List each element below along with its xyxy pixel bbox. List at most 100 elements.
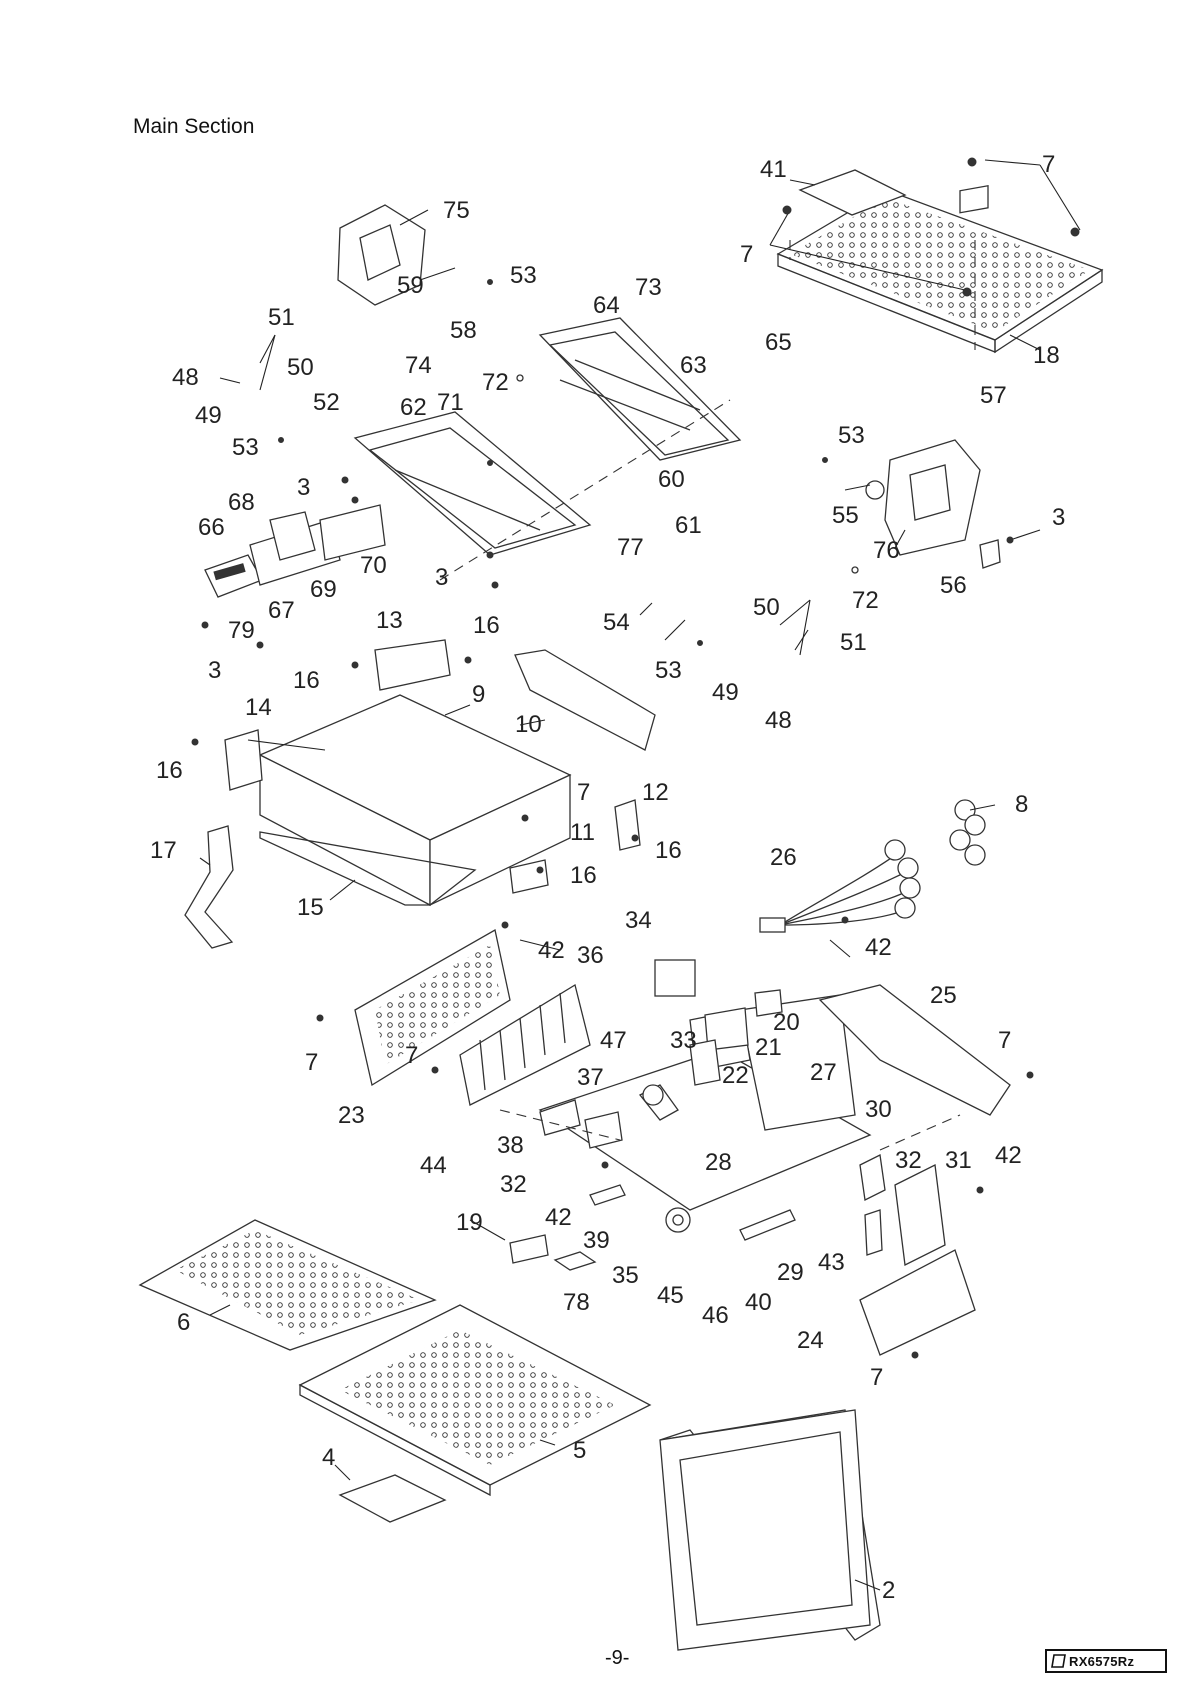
callout-77: 77 <box>617 534 644 561</box>
callout-13: 13 <box>376 607 403 634</box>
callout-41: 41 <box>760 156 787 183</box>
callout-3: 3 <box>435 564 448 591</box>
callout-53: 53 <box>510 262 537 289</box>
callout-69: 69 <box>310 576 337 603</box>
rubber-feet <box>949 799 986 866</box>
callout-6: 6 <box>177 1309 190 1336</box>
callout-76: 76 <box>873 537 900 564</box>
part-19 <box>509 1234 549 1264</box>
bracket-13 <box>374 639 451 691</box>
callout-53: 53 <box>232 434 259 461</box>
callout-42: 42 <box>995 1142 1022 1169</box>
callout-7: 7 <box>405 1042 418 1069</box>
callout-36: 36 <box>577 942 604 969</box>
clip-part <box>979 539 1001 569</box>
callout-7: 7 <box>870 1364 883 1391</box>
model-code: RX6575Rz <box>1069 1653 1135 1669</box>
callout-26: 26 <box>770 844 797 871</box>
callout-16: 16 <box>655 837 682 864</box>
callout-63: 63 <box>680 352 707 379</box>
callout-51: 51 <box>840 629 867 656</box>
part-43 <box>864 1209 883 1256</box>
mechanism-frame <box>353 411 592 556</box>
callout-48: 48 <box>765 707 792 734</box>
callout-49: 49 <box>195 402 222 429</box>
callout-72: 72 <box>852 587 879 614</box>
callout-16: 16 <box>293 667 320 694</box>
callout-49: 49 <box>712 679 739 706</box>
callout-57: 57 <box>980 382 1007 409</box>
display-parts <box>204 504 386 598</box>
callout-29: 29 <box>777 1259 804 1286</box>
callout-40: 40 <box>745 1289 772 1316</box>
callout-32: 32 <box>500 1171 527 1198</box>
callout-42: 42 <box>865 934 892 961</box>
callout-12: 12 <box>642 779 669 806</box>
callout-67: 67 <box>268 597 295 624</box>
callout-27: 27 <box>810 1059 837 1086</box>
model-badge: RX6575Rz <box>1045 1649 1167 1673</box>
callout-7: 7 <box>740 241 753 268</box>
callout-48: 48 <box>172 364 199 391</box>
callout-52: 52 <box>313 389 340 416</box>
heatsink <box>459 983 591 1106</box>
part-22 <box>689 1039 721 1086</box>
flat-cable <box>184 825 234 949</box>
callout-58: 58 <box>450 317 477 344</box>
bracket-inset <box>337 204 426 306</box>
screws <box>191 157 1080 1359</box>
front-chassis <box>538 317 742 461</box>
callout-8: 8 <box>1015 791 1028 818</box>
top-cover-plate <box>776 185 1104 354</box>
callout-53: 53 <box>838 422 865 449</box>
callout-61: 61 <box>675 512 702 539</box>
leader-lines <box>199 159 1081 1591</box>
brand-logo-icon <box>1051 1654 1066 1668</box>
callout-3: 3 <box>208 657 221 684</box>
left-bracket <box>354 928 511 1087</box>
callout-18: 18 <box>1033 342 1060 369</box>
bottom-cover <box>298 1304 652 1497</box>
callout-20: 20 <box>773 1009 800 1036</box>
callout-14: 14 <box>245 694 272 721</box>
callout-7: 7 <box>577 779 590 806</box>
callout-66: 66 <box>198 514 225 541</box>
bottom-mesh-plate <box>138 1219 437 1351</box>
callout-47: 47 <box>600 1027 627 1054</box>
callout-56: 56 <box>940 572 967 599</box>
callout-3: 3 <box>1052 504 1065 531</box>
callout-9: 9 <box>472 681 485 708</box>
main-pcb <box>538 959 872 1241</box>
callout-15: 15 <box>297 894 324 921</box>
callout-59: 59 <box>397 272 424 299</box>
bracket-14 <box>224 729 263 791</box>
callout-16: 16 <box>473 612 500 639</box>
callout-16: 16 <box>156 757 183 784</box>
callout-35: 35 <box>612 1262 639 1289</box>
callout-2: 2 <box>882 1577 895 1604</box>
part-20 <box>754 989 783 1017</box>
callout-75: 75 <box>443 197 470 224</box>
callout-68: 68 <box>228 489 255 516</box>
callout-11: 11 <box>570 819 595 846</box>
callout-73: 73 <box>635 274 662 301</box>
part-21 <box>704 1007 749 1051</box>
callout-21: 21 <box>755 1034 782 1061</box>
callout-10: 10 <box>515 711 542 738</box>
sheet-78 <box>553 1251 597 1271</box>
callout-23: 23 <box>338 1102 365 1129</box>
callout-55: 55 <box>832 502 859 529</box>
callout-62: 62 <box>400 394 427 421</box>
insulation-sheet <box>338 1474 447 1523</box>
callout-72: 72 <box>482 369 509 396</box>
callout-3: 3 <box>297 474 310 501</box>
callout-17: 17 <box>150 837 177 864</box>
front-escutcheon <box>659 1409 881 1651</box>
callout-42: 42 <box>538 937 565 964</box>
callout-70: 70 <box>360 552 387 579</box>
callout-25: 25 <box>930 982 957 1009</box>
callout-19: 19 <box>456 1209 483 1236</box>
callout-65: 65 <box>765 329 792 356</box>
insulator-sheet <box>514 649 656 751</box>
